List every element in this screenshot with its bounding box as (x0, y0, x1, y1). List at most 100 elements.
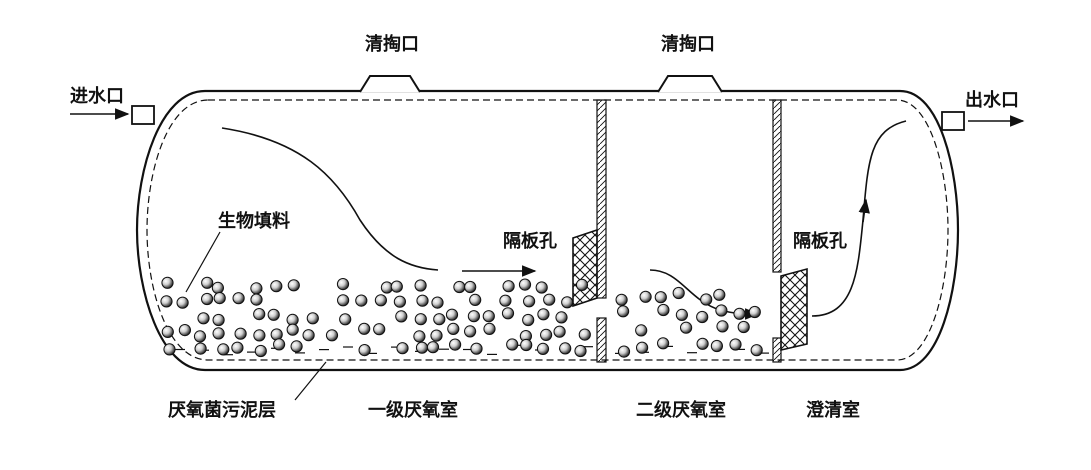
filler-ball-37 (339, 313, 352, 326)
filler-ball-104 (713, 288, 726, 301)
filler-ball-31 (290, 340, 303, 353)
filler-ball-30 (286, 323, 299, 336)
filler-ball-66 (482, 310, 495, 323)
filler-ball-28 (287, 279, 300, 292)
filler-ball-48 (414, 279, 427, 292)
baffle-filter-2 (780, 267, 808, 352)
filler-ball-84 (553, 325, 566, 338)
filler-ball-97 (657, 337, 670, 350)
partition-wall-1 (596, 99, 607, 363)
filler-ball-43 (373, 323, 386, 336)
filler-ball-108 (733, 307, 746, 320)
filler-ball-69 (499, 294, 512, 307)
filler-ball-2 (161, 325, 174, 338)
filler-ball-112 (750, 344, 763, 357)
filler-ball-6 (201, 276, 214, 289)
filler-ball-65 (470, 342, 483, 355)
filler-ball-94 (636, 341, 649, 354)
label-chamber-3: 澄清室 (806, 400, 860, 421)
label-outlet: 出水口 (965, 90, 1019, 111)
filler-ball-71 (506, 338, 519, 351)
filler-ball-7 (201, 292, 214, 306)
filler-ball-34 (325, 329, 339, 342)
filler-ball-21 (253, 308, 266, 321)
filler-ball-8 (197, 312, 210, 325)
label-inlet: 进水口 (70, 86, 124, 107)
cleanout-opening-2 (657, 75, 723, 93)
filler-ball-15 (217, 343, 230, 356)
filler-ball-93 (635, 324, 648, 337)
filler-ball-46 (395, 310, 408, 323)
filler-ball-102 (696, 310, 709, 324)
bio-filler-balls (160, 276, 763, 358)
filler-ball-101 (700, 293, 713, 306)
filler-ball-107 (710, 339, 724, 353)
inlet-pipe (70, 105, 155, 125)
filler-ball-17 (234, 327, 247, 340)
filler-ball-60 (449, 338, 462, 351)
filler-ball-58 (445, 308, 459, 321)
filler-ball-51 (413, 330, 426, 343)
filler-ball-90 (617, 305, 630, 318)
filler-ball-26 (270, 328, 283, 341)
flow-arrowhead-rise (858, 198, 870, 223)
filler-ball-73 (523, 295, 536, 308)
filler-ball-0 (161, 276, 174, 289)
filler-ball-38 (355, 294, 368, 307)
filler-ball-76 (520, 338, 533, 352)
filler-ball-68 (502, 280, 515, 293)
filler-ball-24 (270, 280, 283, 293)
filler-ball-79 (537, 308, 550, 321)
filler-ball-53 (431, 296, 444, 309)
filler-ball-54 (433, 313, 446, 326)
outlet-pipe (941, 111, 1025, 131)
filler-ball-70 (501, 307, 515, 320)
filler-ball-19 (250, 282, 263, 295)
tank-shell (135, 89, 960, 372)
leader-bio-filler (185, 231, 221, 293)
filler-ball-86 (575, 278, 589, 291)
filler-ball-103 (696, 337, 709, 350)
filler-ball-77 (535, 281, 548, 294)
filler-ball-52 (415, 341, 429, 354)
filler-ball-87 (578, 328, 591, 341)
filler-ball-98 (672, 286, 685, 300)
filler-ball-5 (178, 324, 191, 337)
filler-ball-42 (374, 294, 387, 307)
filler-ball-40 (358, 344, 371, 357)
filler-ball-80 (540, 328, 553, 341)
filler-ball-59 (447, 322, 460, 335)
filler-ball-45 (393, 295, 406, 308)
filler-ball-32 (306, 312, 319, 325)
filler-ball-23 (254, 344, 267, 358)
filler-ball-36 (337, 294, 350, 307)
label-baffle-hole-1: 隔板孔 (503, 231, 557, 252)
filler-ball-105 (715, 304, 728, 317)
filler-ball-13 (212, 313, 225, 327)
label-cleanout-2: 清掏口 (661, 34, 715, 55)
flow-arrow-to-outlet (811, 120, 907, 317)
filler-ball-96 (657, 303, 670, 317)
filler-ball-100 (680, 321, 693, 334)
filler-ball-33 (302, 329, 315, 342)
leader-sludge (294, 361, 327, 401)
filler-ball-49 (416, 294, 429, 307)
filler-ball-3 (163, 343, 176, 356)
filler-ball-22 (253, 329, 266, 342)
label-cleanout-1: 清掏口 (365, 34, 419, 55)
label-baffle-hole-2: 隔板孔 (793, 231, 847, 252)
label-sludge-layer: 厌氧菌污泥层 (168, 400, 276, 421)
filler-ball-85 (559, 342, 572, 355)
filler-ball-1 (160, 295, 173, 308)
filler-ball-82 (561, 296, 574, 309)
filler-ball-78 (543, 293, 556, 306)
filler-ball-14 (212, 327, 225, 340)
filler-ball-81 (536, 342, 550, 355)
filler-ball-16 (232, 292, 245, 305)
filler-ball-91 (617, 345, 631, 358)
partition-wall-2 (772, 99, 782, 363)
filler-ball-35 (336, 278, 350, 291)
filler-ball-44 (390, 280, 403, 293)
filler-ball-47 (396, 342, 409, 355)
